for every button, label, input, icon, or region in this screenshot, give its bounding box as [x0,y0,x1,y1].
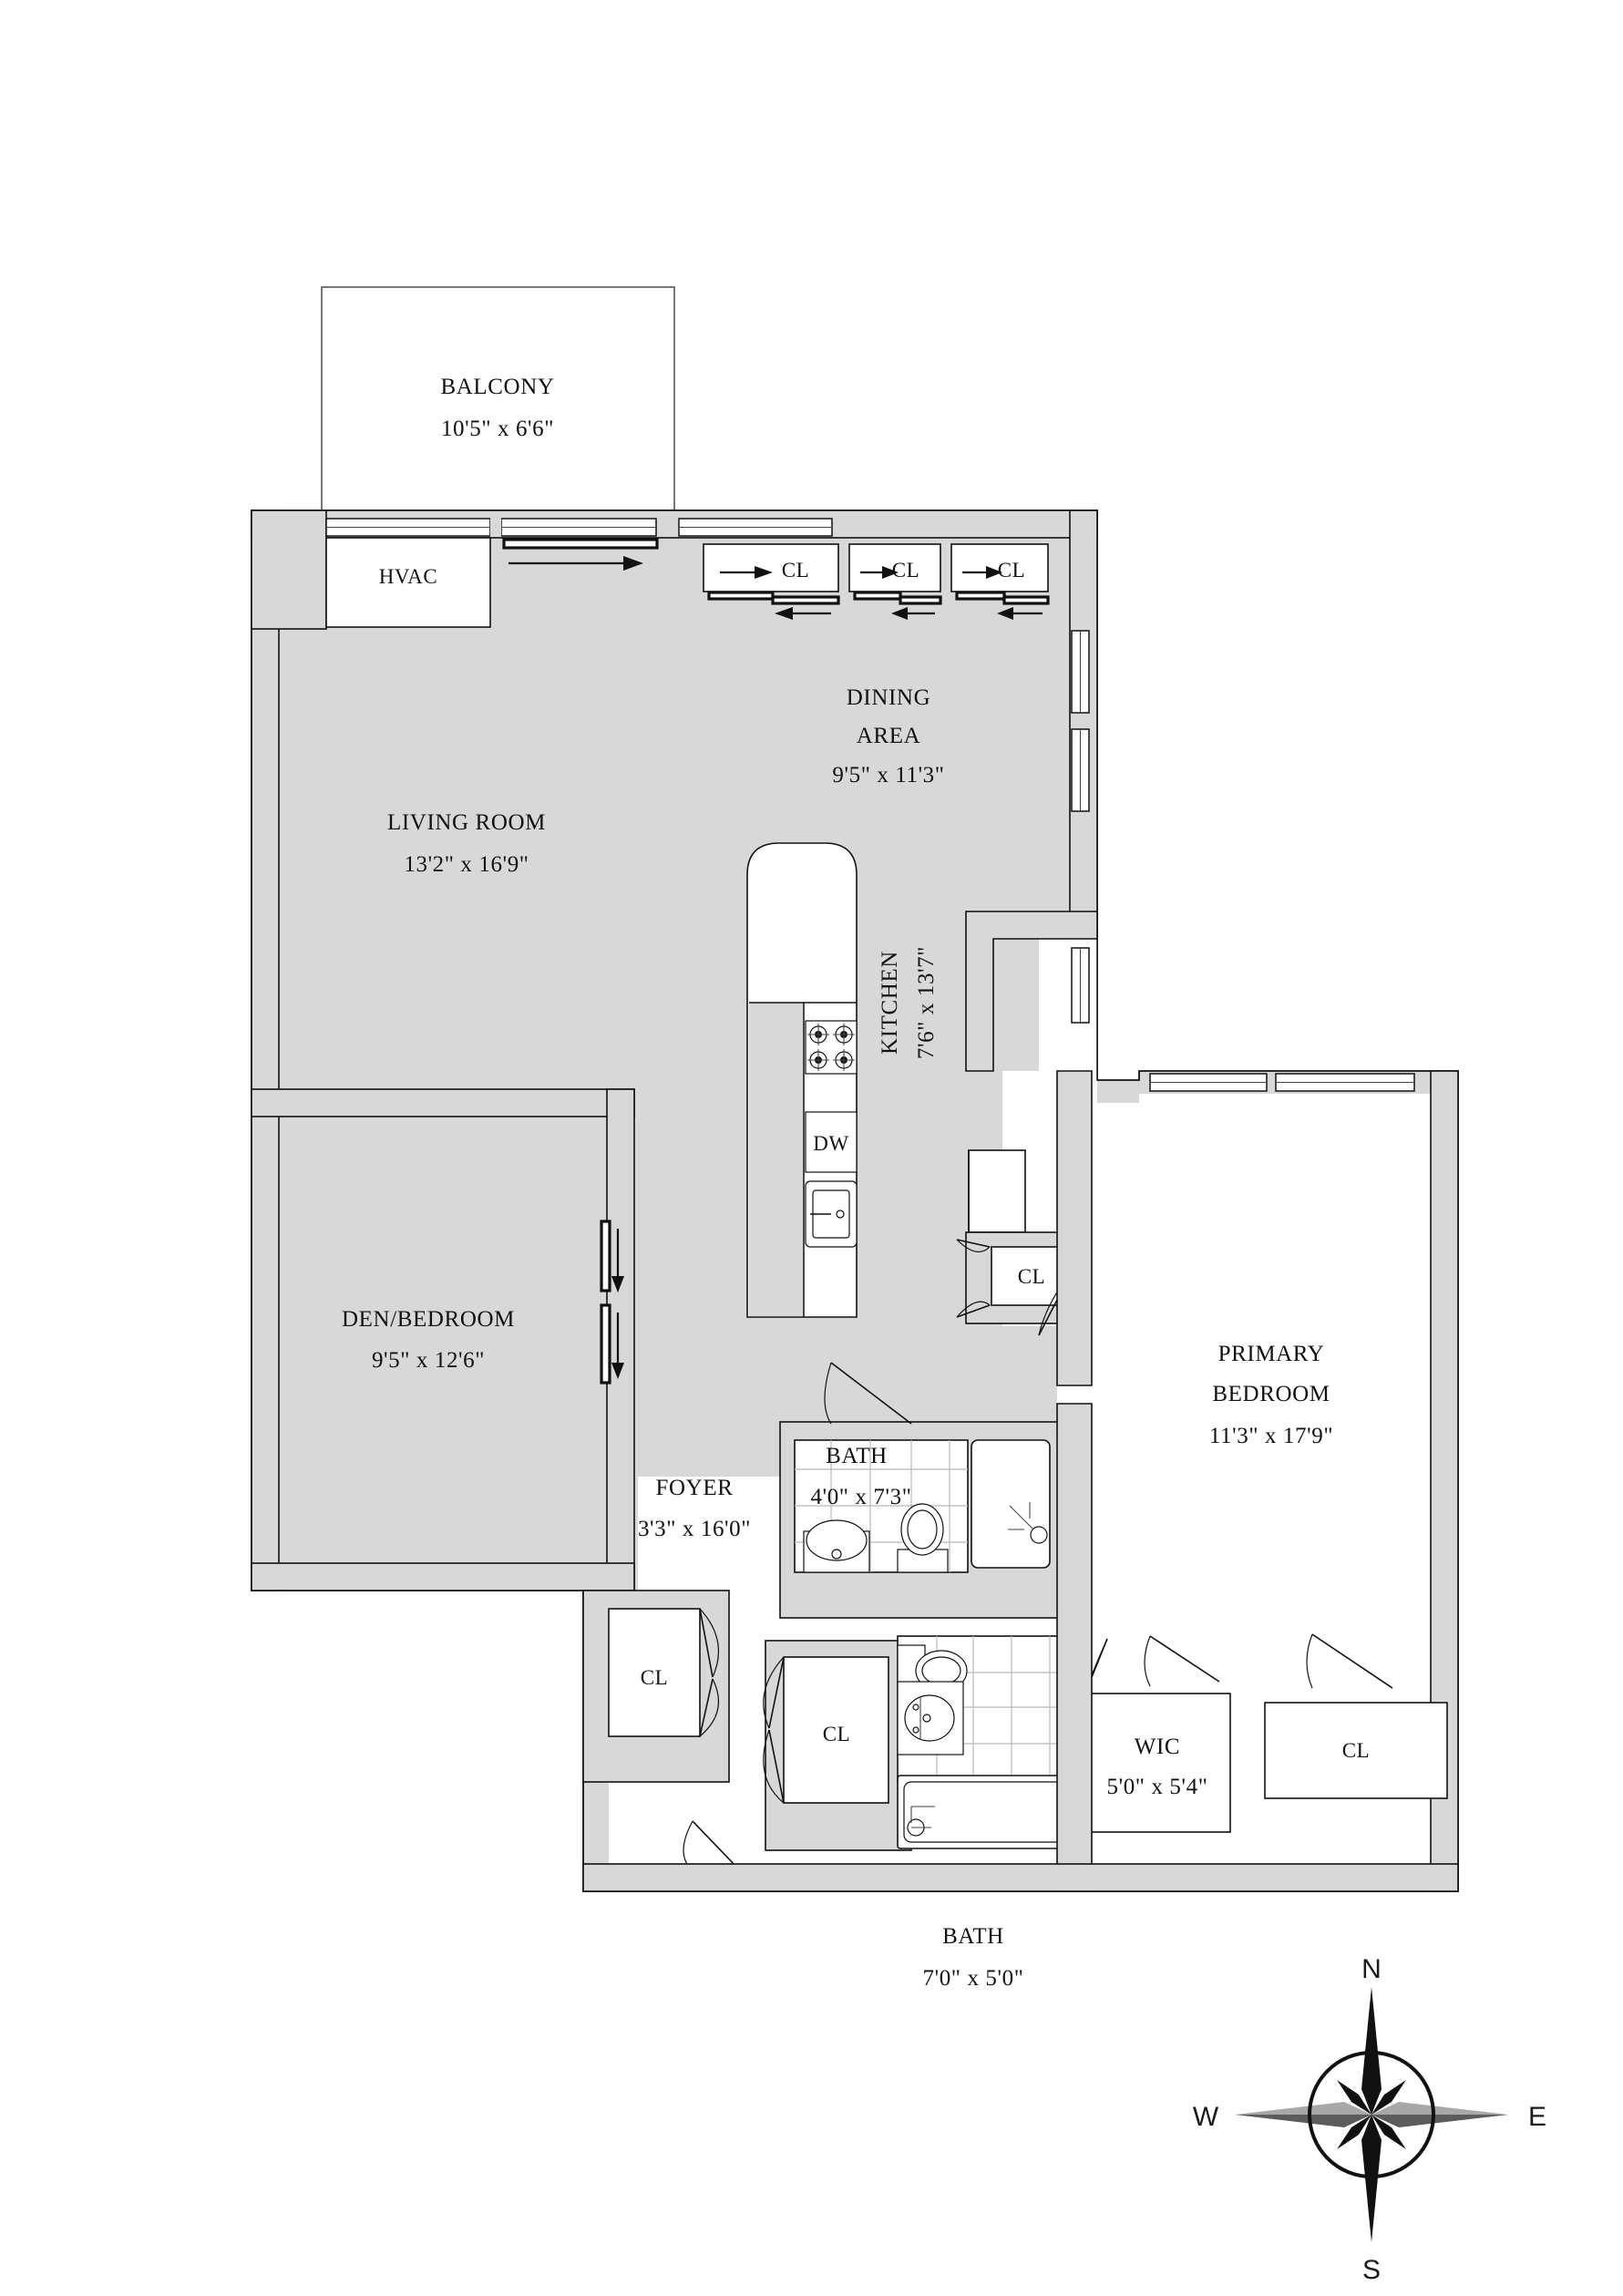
closet-row-top: CL CL CL [703,543,1050,620]
wall-bedroom-left-lower [1056,1403,1093,1892]
closet-label: CL [1018,1265,1046,1288]
window-group-top [325,513,833,537]
wic-door[interactable] [1144,1635,1220,1687]
closet-cl-foyer-1[interactable]: CL [582,1590,730,1783]
kitchen-dimension: 7'6" x 13'7" [914,946,939,1059]
wall-bottom [582,1863,1459,1892]
compass-east-label: E [1528,2102,1546,2132]
bath2-tub [897,1775,1076,1849]
bath-secondary-dimension: 7'0" x 5'0" [922,1966,1023,1991]
bath1-door[interactable] [824,1362,912,1425]
primary-bedroom-label-2: BEDROOM [1212,1382,1330,1406]
closet-cl-foyer-2[interactable]: CL [763,1640,912,1851]
compass-south-label: S [1362,2255,1381,2285]
foyer-label: FOYER [656,1476,734,1500]
room-foyer: FOYER 3'3" x 16'0" [638,1476,751,1541]
label-living-room: LIVING ROOM 13'2" x 16'9" [387,810,546,877]
bath2-sink [897,1681,964,1755]
room-balcony: BALCONY 10'5" x 6'6" [321,286,675,511]
interior-fill [273,538,1436,1869]
closet-label: CL [782,559,810,582]
balcony-sliding-door[interactable] [502,538,659,571]
living-room-label: LIVING ROOM [387,810,546,835]
den-bedroom-dimension: 9'5" x 12'6" [372,1348,485,1373]
kitchen-pantry-door[interactable] [968,1149,1026,1233]
wall-den-top [251,1088,635,1117]
bath1-toilet [897,1503,949,1573]
wic-label: WIC [1135,1735,1180,1759]
kitchen-label: KITCHEN [878,951,902,1055]
dining-area-dimension: 9'5" x 11'3" [832,763,944,788]
closet-label: CL [1342,1739,1371,1762]
closet-cl-top-1[interactable]: CL [703,543,840,620]
balcony-dimension: 10'5" x 6'6" [441,417,554,441]
cooktop-range [805,1020,858,1075]
kitchen-sink [805,1180,858,1248]
bath-primary-dimension: 4'0" x 7'3" [810,1485,911,1509]
foyer-dimension: 3'3" x 16'0" [638,1517,751,1541]
compass-rose: N S E W [1193,1954,1546,2285]
closet-label: CL [823,1723,851,1745]
room-bath-secondary: BATH 7'0" x 5'0" [897,1635,1108,1991]
bath1-shower [971,1439,1051,1569]
window-group-hall [1071,947,1090,1024]
bath-secondary-label: BATH [942,1924,1004,1949]
bath1-sink [803,1519,870,1573]
balcony-label: BALCONY [440,375,554,399]
den-bedroom-label: DEN/BEDROOM [342,1307,515,1332]
wall-left [251,510,280,1591]
den-sliding-doors[interactable] [600,1220,624,1385]
window-group-dining-right [1071,630,1090,812]
closet-label: CL [998,559,1026,582]
room-bath-primary: BATH 4'0" x 7'3" [779,1362,1063,1619]
dishwasher: DW [805,1111,858,1173]
label-dining-area: DINING AREA 9'5" x 11'3" [832,685,944,788]
dishwasher-label: DW [813,1132,849,1155]
closet-cl-bedroom[interactable]: CL [1264,1633,1448,1799]
wic-dimension: 5'0" x 5'4" [1106,1775,1207,1799]
bath-primary-label: BATH [826,1444,888,1468]
wall-dining-right [1069,510,1098,935]
primary-bedroom-dimension: 11'3" x 17'9" [1209,1424,1333,1448]
hvac-label: HVAC [379,565,438,588]
wall-bedroom-left [1056,1070,1093,1386]
label-kitchen: KITCHEN 7'6" x 13'7" [878,946,939,1059]
dining-area-label-1: DINING [847,685,930,710]
wall-den-bottom [251,1562,635,1591]
closet-label: CL [892,559,920,582]
living-room-dimension: 13'2" x 16'9" [404,852,529,877]
compass-north-label: N [1361,1954,1382,1984]
wall-dining-jog [965,911,1098,1072]
primary-bedroom-label-1: PRIMARY [1218,1342,1325,1366]
closet-label: CL [641,1666,669,1689]
window-group-bedroom [1149,1073,1415,1092]
hvac-closet: HVAC [251,510,491,630]
dining-area-label-2: AREA [857,724,920,748]
closet-cl-top-2[interactable]: CL [848,543,942,620]
compass-west-label: W [1193,2102,1219,2132]
closet-cl-top-3[interactable]: CL [950,543,1050,620]
bedroom-closet-door[interactable] [1306,1633,1393,1689]
